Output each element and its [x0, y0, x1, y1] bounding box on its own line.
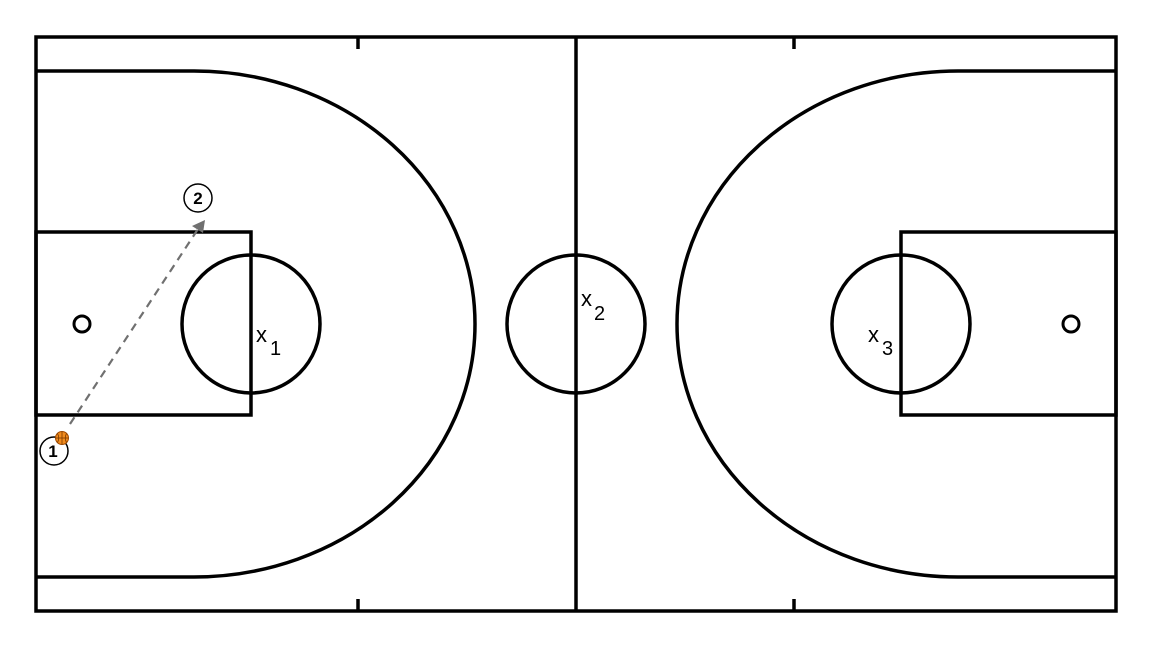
court-lines — [34, 35, 1118, 613]
offense-player-1-number: 1 — [48, 442, 57, 461]
pass-arrow — [69, 220, 205, 425]
defender-x1: x 1 — [256, 322, 281, 360]
offense-player-2-number: 2 — [193, 189, 202, 208]
free-throw-circle-left — [180, 253, 322, 395]
basket-left — [72, 314, 92, 334]
free-throw-circle-right — [830, 253, 972, 395]
basket-right — [1061, 314, 1081, 334]
pass-line — [69, 228, 199, 425]
offense-player-1: 1 — [39, 431, 69, 466]
pass-arrowhead — [192, 220, 205, 233]
defender-x2: x 2 — [581, 286, 605, 325]
defender-x3: x 3 — [868, 322, 893, 360]
three-point-line-left — [36, 69, 477, 579]
offense-player-2-circle — [183, 183, 213, 213]
defender-x1-mark: x — [256, 322, 267, 347]
center-circle — [505, 253, 647, 395]
defender-x3-sub: 3 — [882, 338, 893, 360]
key-left — [34, 230, 253, 417]
key-right — [899, 230, 1118, 417]
defender-x2-sub: 2 — [594, 303, 605, 325]
offense-player-2: 2 — [183, 183, 213, 213]
three-point-line-right — [675, 69, 1116, 579]
defender-x2-mark: x — [581, 286, 592, 311]
basketball-icon — [55, 431, 69, 445]
defender-x1-sub: 1 — [270, 338, 281, 360]
defender-x3-mark: x — [868, 322, 879, 347]
